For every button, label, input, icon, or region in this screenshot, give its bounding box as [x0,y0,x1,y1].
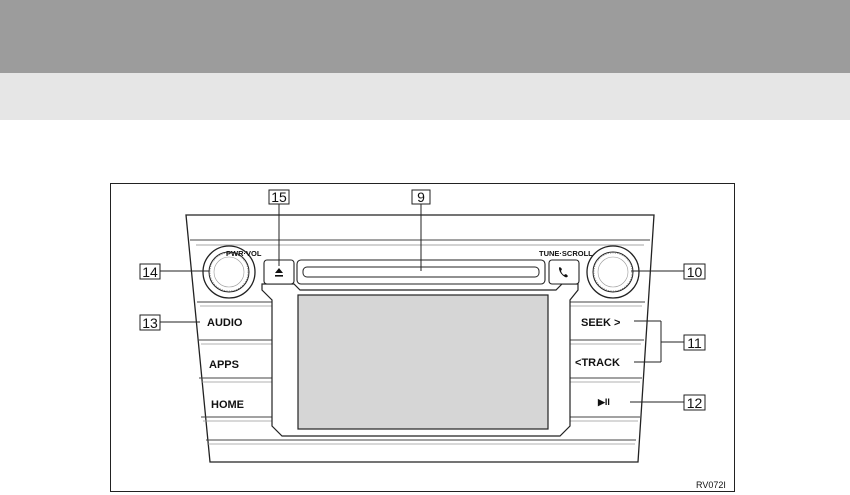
svg-text:12: 12 [687,395,703,411]
callout-15: 15 [268,189,290,205]
subheader-band [0,73,850,120]
callout-14: 14 [139,263,161,280]
tune-scroll-knob[interactable] [586,245,640,299]
header-band [0,0,850,73]
left-button-dividers [197,301,282,422]
track-button[interactable]: <TRACK [575,357,620,369]
apps-button[interactable]: APPS [209,359,239,371]
svg-text:13: 13 [142,315,158,331]
figure-id: RV072I [696,480,726,490]
phone-button[interactable] [548,259,580,285]
callout-11: 11 [683,334,706,351]
svg-text:14: 14 [142,264,158,280]
eject-icon [275,268,283,277]
callout-12: 12 [683,394,706,411]
callout-13: 13 [139,314,161,331]
callout-9: 9 [411,189,431,205]
phone-icon [559,267,568,278]
play-pause-button[interactable]: ▶II [597,397,610,407]
svg-text:11: 11 [687,335,702,351]
callout-10: 10 [683,263,706,280]
track-label: TRACK [581,357,620,369]
right-button-dividers [568,301,645,422]
home-button[interactable]: HOME [211,399,244,411]
svg-text:15: 15 [271,189,287,205]
pwr-vol-label: PWR·VOL [226,249,262,258]
callout-leaders [160,203,684,403]
chevron-left-icon: < [575,357,581,369]
seek-button[interactable]: SEEK > [581,317,620,329]
svg-text:9: 9 [417,189,425,205]
chevron-right-icon: > [611,317,620,329]
tune-scroll-label: TUNE·SCROLL [539,249,593,258]
svg-text:10: 10 [687,264,703,280]
seek-label: SEEK [581,317,611,329]
audio-button[interactable]: AUDIO [207,317,243,329]
touch-screen[interactable] [297,294,549,430]
power-volume-knob[interactable] [202,245,256,299]
